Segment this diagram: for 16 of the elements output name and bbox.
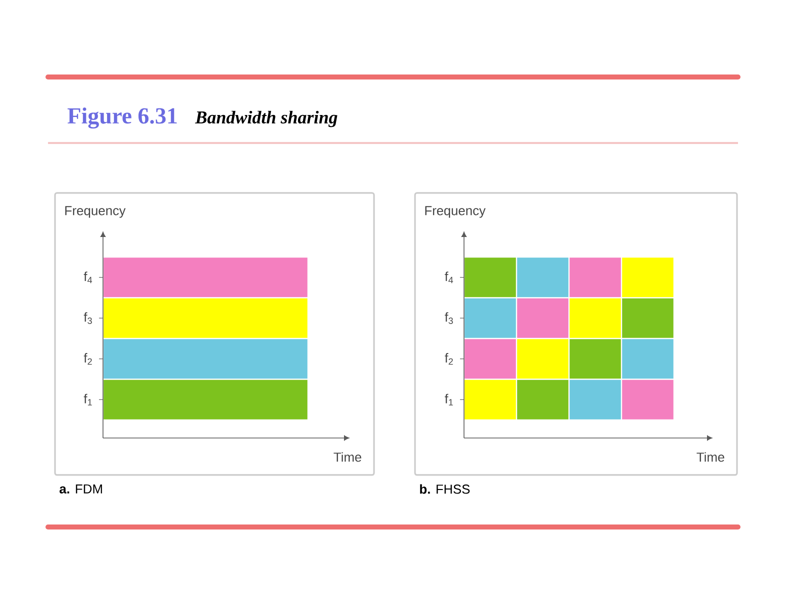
figure-caption: Bandwidth sharing	[195, 110, 338, 128]
axis-label: Time	[696, 452, 724, 462]
tick-label: f$_{1}$	[444, 394, 453, 406]
tick-label: f$_{2}$	[84, 353, 92, 365]
tick-label: f$_{3}$	[444, 312, 453, 324]
axis-label: Frequency	[425, 206, 486, 218]
panel-caption: b. FHSS	[420, 484, 470, 494]
tick-label: f$_{1}$	[84, 394, 92, 406]
tick-label: f$_{4}$	[444, 272, 454, 284]
tick-label: f$_{3}$	[84, 312, 92, 324]
axis-label: Frequency	[65, 206, 126, 218]
panel-caption: a. FDM	[60, 484, 102, 494]
tick-label: f$_{2}$	[444, 353, 453, 365]
figure-number: Figure 6.31	[68, 107, 177, 128]
tick-label: f$_{4}$	[84, 272, 92, 284]
axis-label: Time	[334, 452, 362, 462]
